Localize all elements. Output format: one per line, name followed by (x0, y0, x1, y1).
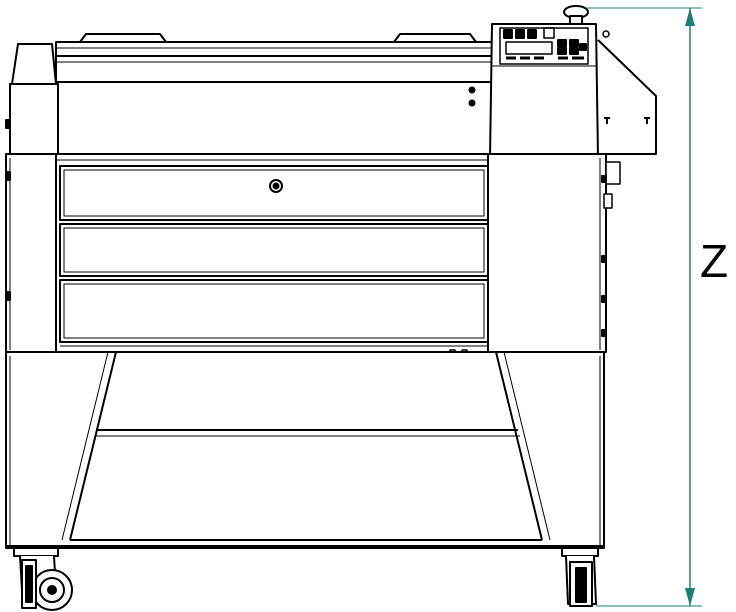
height-dimension (586, 7, 702, 607)
machine-stand (5, 351, 605, 549)
top-lid (55, 33, 493, 159)
key-switch-icon (602, 30, 610, 38)
door-lock-icon (269, 179, 283, 193)
left-caster (13, 547, 73, 611)
lcd-display (505, 41, 553, 55)
right-control-column (487, 5, 657, 353)
emergency-stop-icon (563, 5, 589, 25)
control-panel (499, 27, 589, 65)
left-pillar (5, 43, 59, 353)
dimension-label: Z (700, 235, 729, 287)
front-body (55, 153, 493, 353)
right-caster (561, 547, 599, 607)
